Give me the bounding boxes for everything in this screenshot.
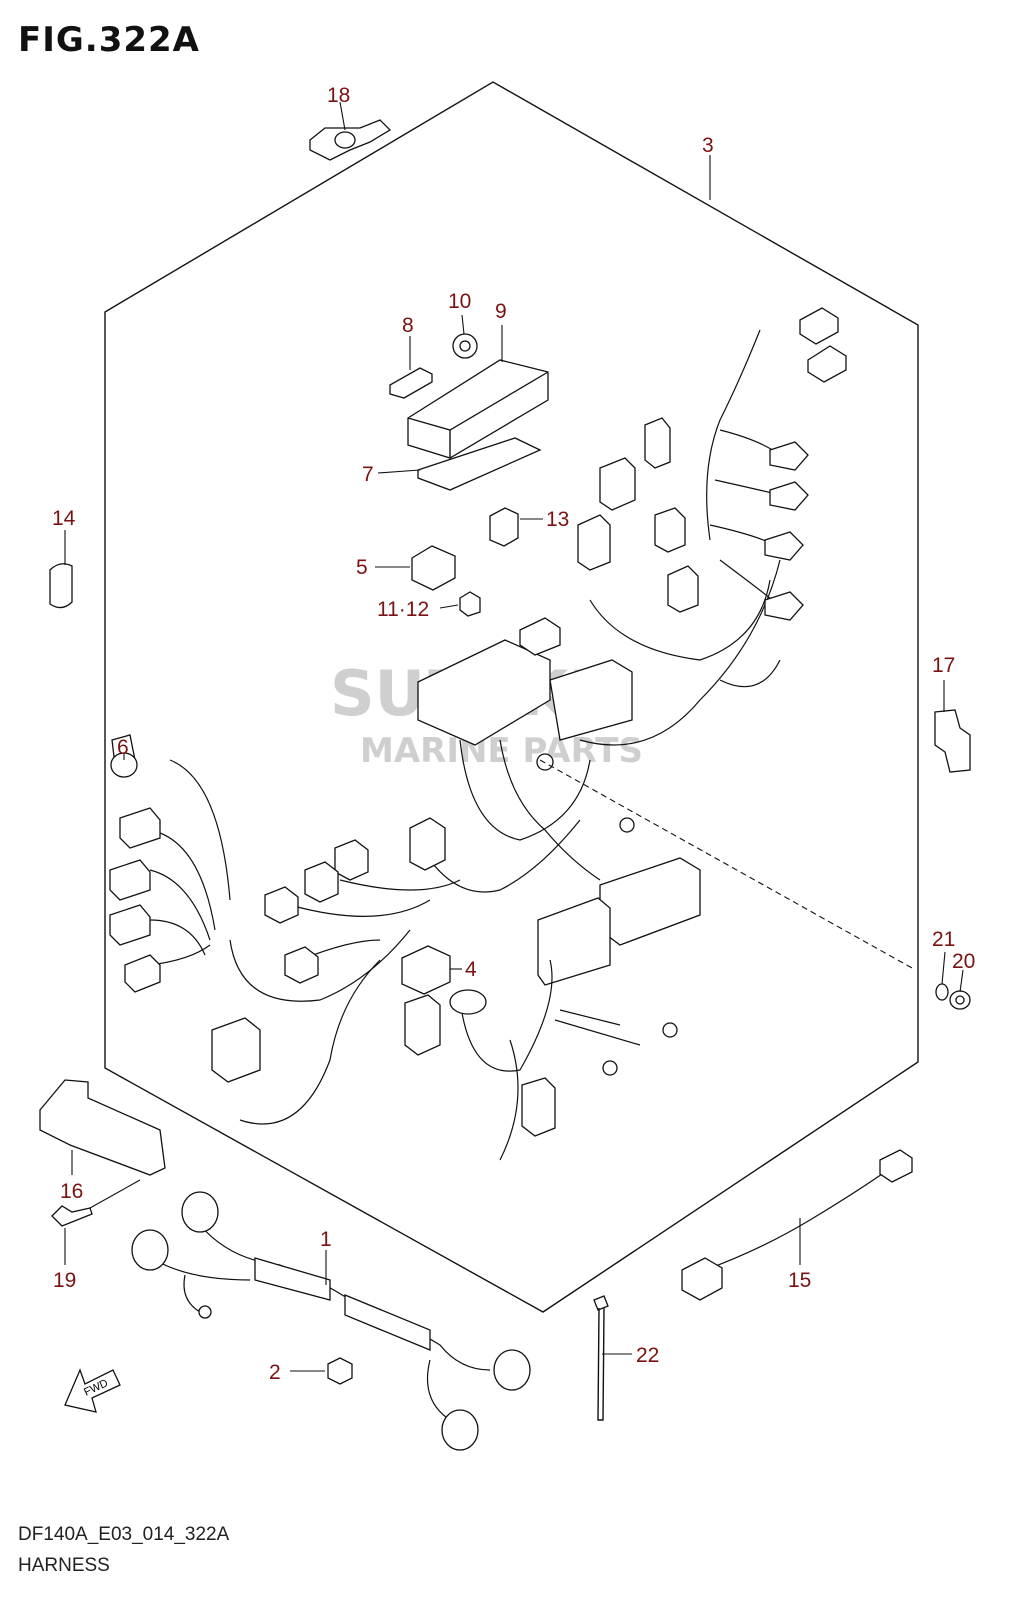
- fuse-part-13: [489, 507, 519, 547]
- cable-tie-part-22: [593, 1295, 609, 1421]
- callout-5: 5: [356, 556, 368, 579]
- callout-2: 2: [269, 1361, 281, 1384]
- relay-part-4: [401, 945, 487, 1015]
- seal-part-7: [417, 437, 542, 491]
- callout-8: 8: [402, 314, 414, 337]
- fwd-arrow-icon: FWD: [64, 1368, 121, 1413]
- figure-name: HARNESS: [18, 1555, 110, 1576]
- callout-3: 3: [702, 134, 714, 157]
- callout-16: 16: [60, 1180, 83, 1203]
- callout-20: 20: [952, 950, 975, 973]
- callout-11-12: 11·12: [377, 598, 429, 621]
- cap-part-14: [49, 563, 73, 609]
- callout-17: 17: [932, 654, 955, 677]
- washer-part-21: [935, 983, 949, 1001]
- bracket-part-17: [934, 709, 971, 773]
- nut-part-20: [949, 990, 971, 1010]
- nut-part-2: [327, 1357, 353, 1385]
- figure-title: FIG.322A: [18, 20, 200, 60]
- callout-15: 15: [788, 1269, 811, 1292]
- callout-7: 7: [362, 463, 374, 486]
- clip-part-8: [389, 367, 433, 399]
- callout-4: 4: [465, 958, 477, 981]
- figure-code: DF140A_E03_014_322A: [18, 1524, 230, 1545]
- callout-19: 19: [53, 1269, 76, 1292]
- connector-group: [109, 307, 847, 1137]
- callout-10: 10: [448, 290, 471, 313]
- bracket-part-16: [39, 1079, 166, 1176]
- plug-part-6: [110, 752, 138, 778]
- grommet-part-10: [452, 333, 478, 359]
- callout-21: 21: [932, 928, 955, 951]
- leader-lines: [64, 101, 964, 1372]
- callout-22: 22: [636, 1344, 659, 1367]
- clamp-part-18: [309, 119, 392, 161]
- callout-1: 1: [320, 1228, 332, 1251]
- callout-13: 13: [546, 508, 569, 531]
- callout-9: 9: [495, 300, 507, 323]
- watermark-line2: MARINE PARTS: [360, 731, 643, 771]
- fuse-box-cover-part-9: [407, 359, 549, 459]
- assembly-outline: [104, 81, 919, 1313]
- screw-part-19: [51, 1205, 93, 1227]
- sub-harness-part-1: [131, 1191, 531, 1451]
- main-harness-part-3: [149, 329, 781, 1161]
- callout-6: 6: [117, 736, 129, 759]
- fuse-part-11-12: [459, 591, 481, 617]
- callout-labels: 3 18 8 10 9 7 13 5 11·12 14 17 6 4 21 20…: [52, 84, 975, 1384]
- relay-part-5: [411, 545, 456, 591]
- callout-14: 14: [52, 507, 76, 530]
- callout-18: 18: [327, 84, 350, 107]
- extension-harness-part-15: [681, 1149, 913, 1301]
